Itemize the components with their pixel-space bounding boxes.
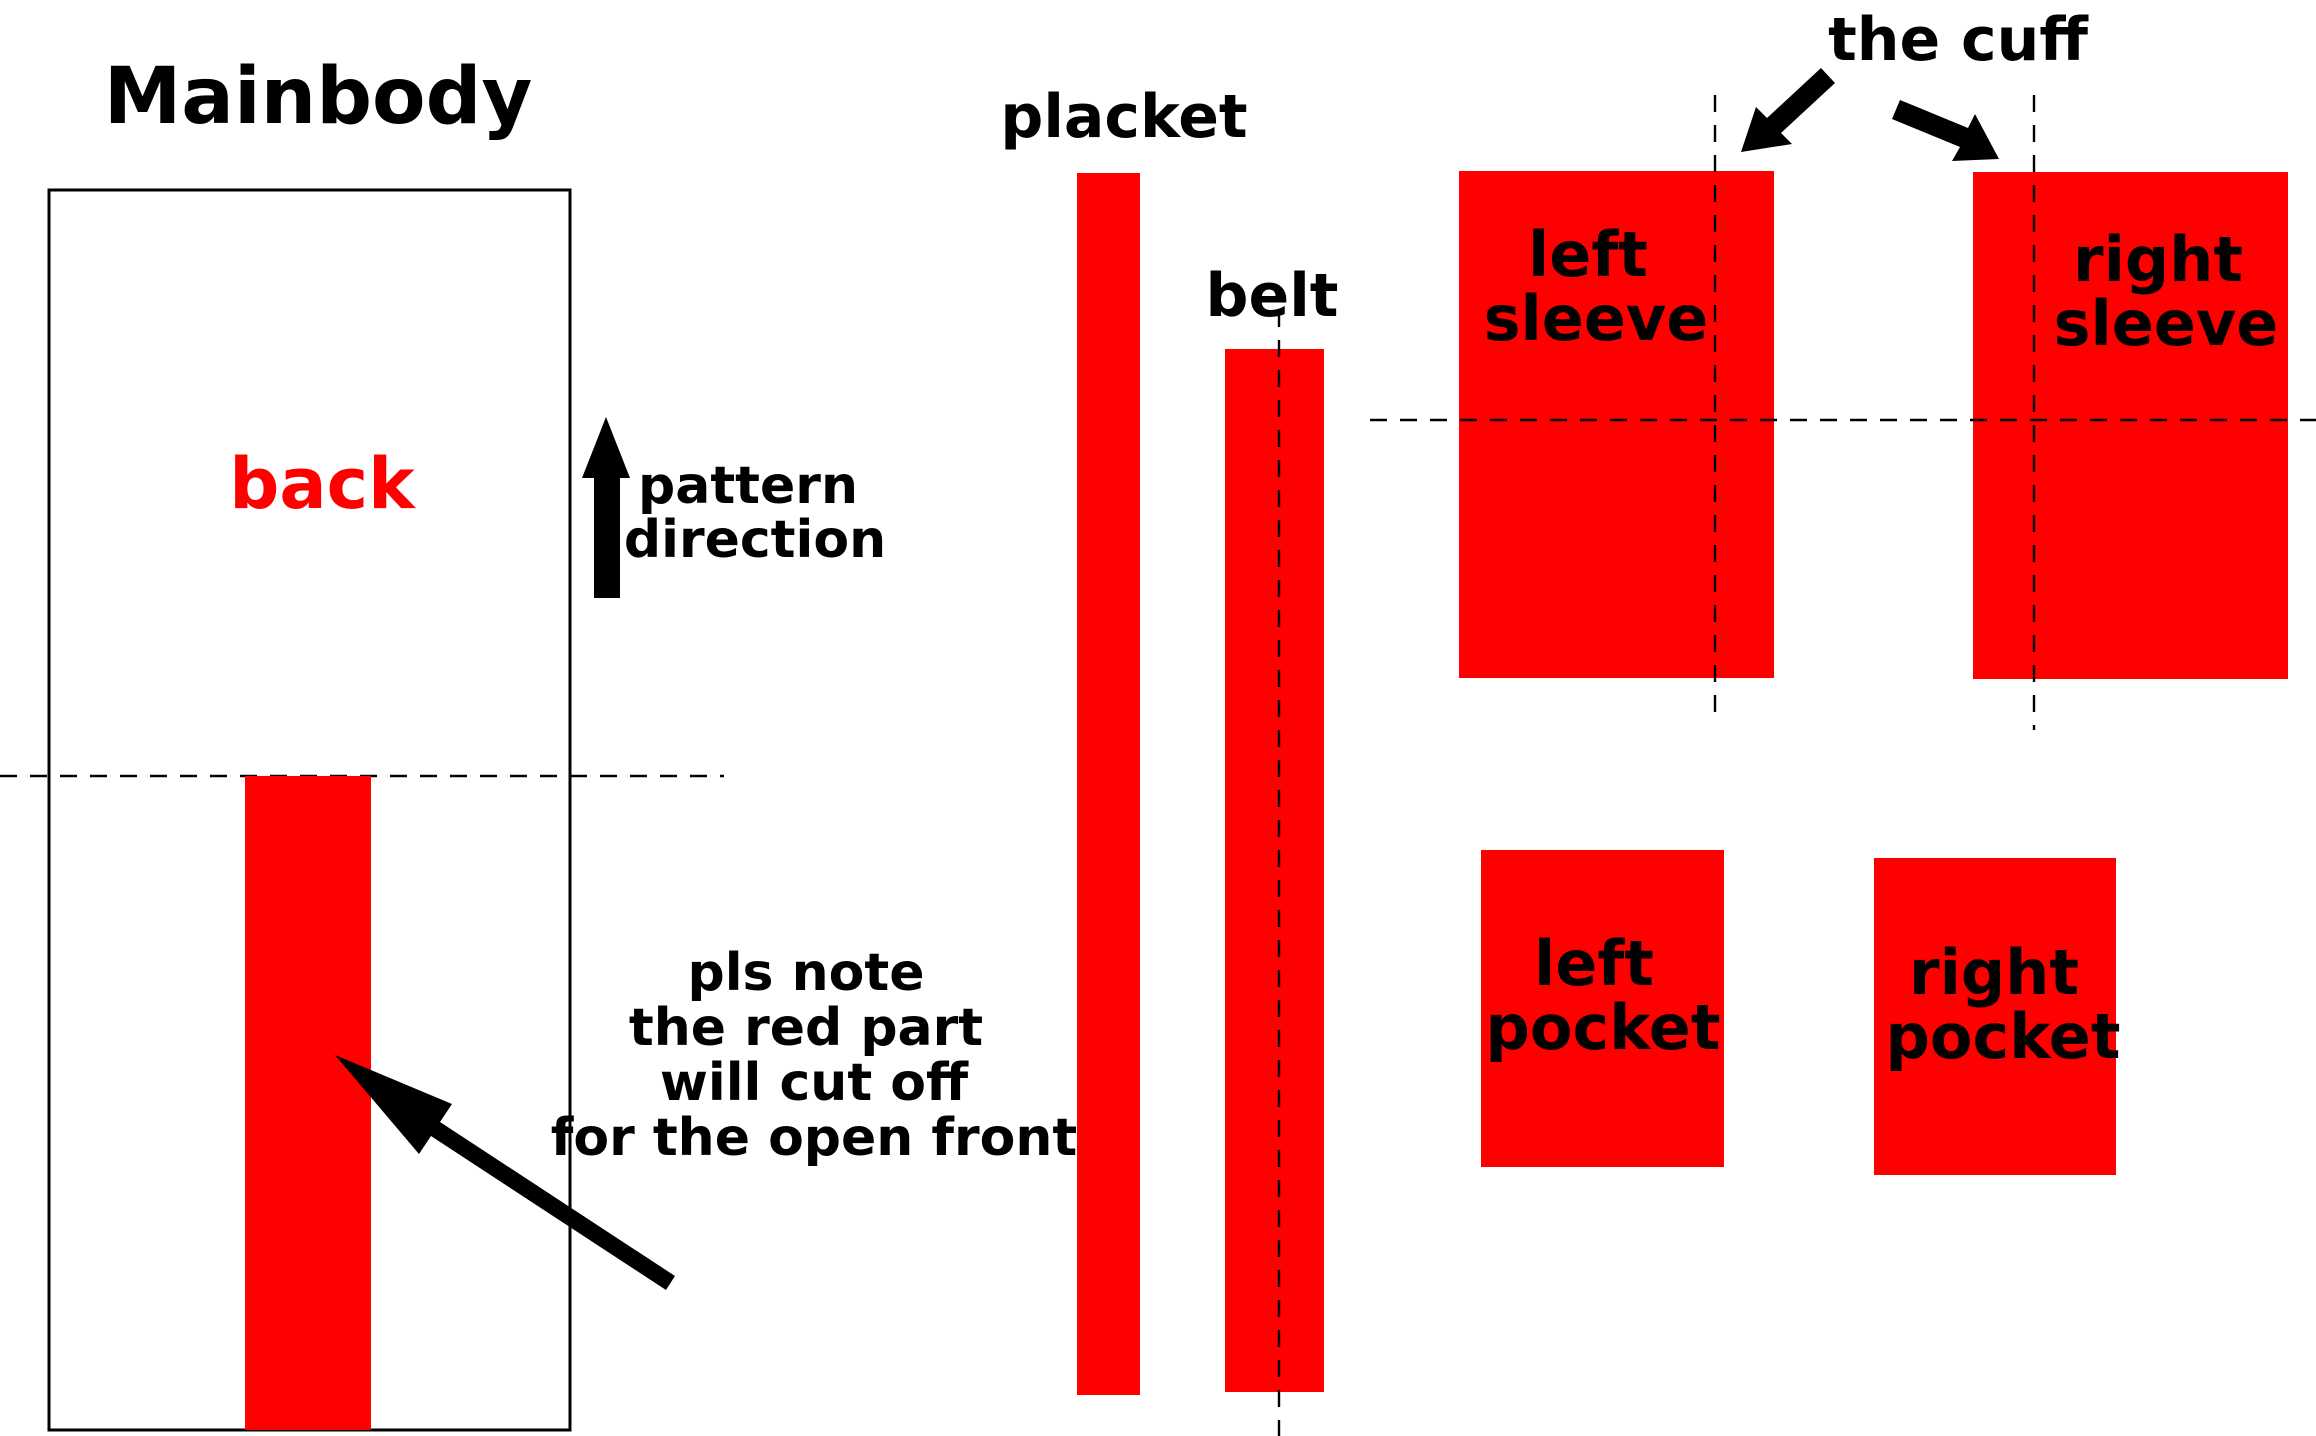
open-front-cut-strip [245,776,371,1430]
right-sleeve-piece [1973,172,2288,679]
left-pocket-label-line2: pocket [1486,991,1721,1064]
pattern-direction-line2: direction [624,510,886,570]
left-sleeve-label-line1: left [1528,218,1648,291]
right-pocket-label-line1: right [1909,936,2079,1009]
note-line-3: will cut off [660,1053,969,1113]
right-pocket-label-line2: pocket [1886,1000,2121,1073]
right-pocket-piece [1874,858,2116,1175]
right-cuff-arrow-icon [1892,100,1999,161]
left-cuff-arrow-icon [1741,68,1835,152]
note-line-2: the red part [629,998,983,1058]
note-line-4: for the open front [551,1108,1078,1168]
placket-label: placket [1000,82,1247,152]
left-sleeve-piece [1459,171,1774,678]
pattern-direction-line1: pattern [638,456,858,516]
left-pocket-piece [1481,850,1724,1167]
belt-piece [1225,349,1324,1392]
back-label: back [229,443,416,525]
left-pocket-label-line1: left [1534,927,1654,1000]
placket-piece [1077,173,1140,1395]
note-line-1: pls note [688,943,925,1003]
mainbody-title: Mainbody [104,52,533,142]
left-sleeve-label-line2: sleeve [1484,282,1709,355]
pattern-direction-arrow-icon [582,417,630,598]
belt-label: belt [1206,261,1339,331]
cuff-label: the cuff [1828,5,2089,75]
note-pointer-arrow-icon [335,1055,675,1290]
right-sleeve-label-line2: sleeve [2054,287,2279,360]
right-sleeve-label-line1: right [2073,223,2243,296]
